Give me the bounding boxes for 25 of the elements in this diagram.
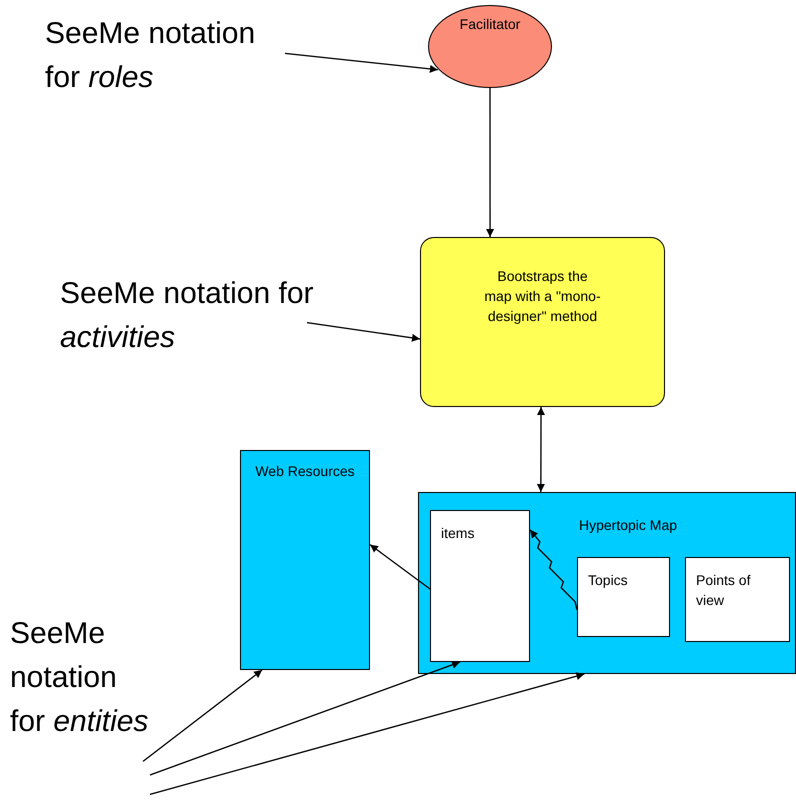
box-label: Topics — [588, 571, 629, 590]
entity-box — [430, 510, 530, 662]
leader-arrow — [284, 52, 438, 73]
activity-box — [420, 237, 665, 407]
box-label: items — [441, 524, 476, 543]
arrow — [486, 88, 494, 237]
box-label: Points of view — [696, 571, 752, 610]
leader-arrow — [142, 669, 262, 762]
leader-arrow — [306, 322, 420, 342]
group-title: Hypertopic Map — [579, 516, 678, 535]
box-label: Web Resources — [254, 462, 356, 481]
leader-arrow — [150, 672, 584, 795]
box-label: Facilitator — [458, 15, 522, 34]
annotation-text: SeeMe notation for roles — [45, 12, 285, 104]
entity-box — [418, 492, 796, 674]
zigzag-arrow — [530, 529, 578, 610]
double-arrow — [536, 407, 546, 492]
box-label: Bootstraps the map with a "mono-designer" method — [483, 267, 602, 326]
entity-box — [240, 450, 370, 670]
arrow — [370, 544, 430, 590]
leader-arrow — [150, 660, 460, 776]
annotation-text: SeeMe notation for activities — [60, 272, 320, 364]
entity-box — [685, 557, 790, 642]
annotation-text: SeeMe notation for entities — [10, 612, 150, 806]
entity-box — [577, 557, 670, 637]
